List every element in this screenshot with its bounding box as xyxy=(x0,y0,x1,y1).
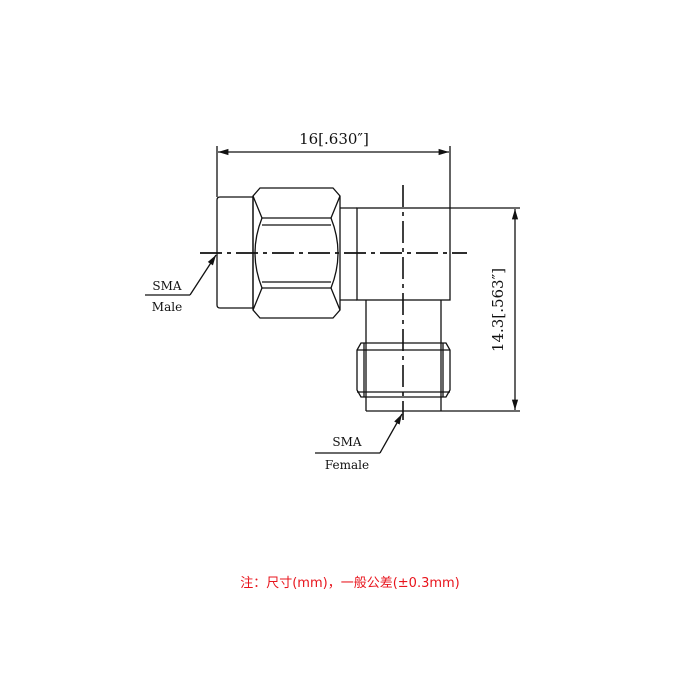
height-dimension-text: 14.3[.563″] xyxy=(489,268,507,352)
width-dimension-text: 16[.630″] xyxy=(299,130,369,148)
male-plug-body xyxy=(216,196,254,309)
tolerance-note: 注：尺寸(mm)，一般公差(±0.3mm) xyxy=(240,576,460,591)
female-label-gender: Female xyxy=(325,458,369,472)
female-jack-knurl xyxy=(356,342,451,398)
female-label-type: SMA xyxy=(332,435,362,449)
male-label-gender: Male xyxy=(152,300,182,314)
male-leader xyxy=(189,254,217,296)
hex-nut xyxy=(252,187,341,319)
male-label-type: SMA xyxy=(152,279,182,293)
female-leader xyxy=(379,413,403,454)
